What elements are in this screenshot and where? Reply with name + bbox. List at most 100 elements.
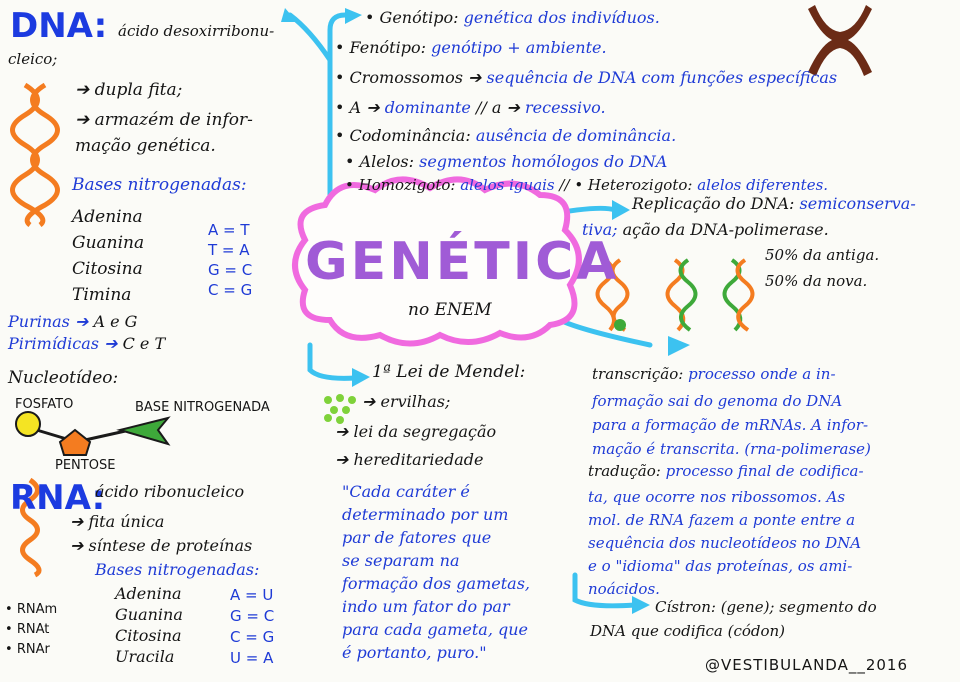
rna-base: Guanina [115, 605, 183, 624]
dominant-value: dominante [384, 98, 471, 117]
dna-heading: DNA: [10, 6, 108, 46]
mendel-quote-line: formação dos gametas, [342, 574, 530, 593]
cyan-arrows [287, 12, 653, 609]
replicacao-old: 50% da antiga. [765, 246, 880, 264]
mendel-quote-line: "Cada caráter é [342, 482, 470, 501]
pirimidicas-value: C e T [122, 334, 166, 353]
allele-key: A [349, 98, 362, 117]
rna-type: RNAt [16, 622, 50, 637]
page-subtitle: no ENEM [408, 300, 492, 320]
transcricao-line: formação sai do genoma do DNA [592, 392, 843, 410]
rna-bases-title: Bases nitrogenadas: [95, 560, 260, 579]
arrow-icon: ➔ [75, 110, 95, 130]
dna-bases-list: Adenina Guanina Citosina Timina [72, 204, 144, 308]
base-icon [116, 416, 171, 446]
mendel-quote-line: indo um fator do par [342, 597, 510, 616]
rna-point-single-strand: fita única [88, 512, 165, 531]
replicacao-key: Replicação do DNA: [632, 194, 795, 213]
purinas-value: A e G [93, 312, 138, 331]
cistron-key: Cístron: [655, 598, 716, 616]
replicacao-enzyme: ação da DNA-polimerase. [622, 220, 829, 239]
title-cloud [292, 176, 582, 347]
dna-pair: C = G [208, 281, 253, 299]
arrow-icon: ➔ [335, 450, 354, 469]
homozigoto-value: alelos iguais [460, 176, 555, 194]
transcricao-key: transcrição: [592, 365, 684, 383]
phosphate-icon [15, 411, 41, 437]
dna-base: Timina [72, 285, 132, 305]
arrow-icon: ➔ [335, 422, 354, 441]
dna-pairs-list: A = T T = A G = C C = G [208, 220, 252, 300]
allele-separator: // a [476, 98, 502, 117]
nucleotideo-label: Nucleotídeo: [8, 368, 119, 388]
replication-helices [595, 258, 755, 332]
dna-helix-icon [10, 82, 60, 228]
pirimidicas-label: Pirimídicas [8, 334, 100, 353]
traducao-line: e o "idioma" das proteínas, os ami- [588, 557, 853, 575]
replicacao-value: semiconserva- [799, 194, 916, 213]
arrow-icon: ➔ [70, 536, 89, 555]
base-label: BASE NITROGENADA [135, 400, 270, 415]
chromosome-icon [808, 5, 872, 76]
fenotipo-value: genótipo + ambiente. [431, 38, 607, 57]
rna-pair: A = U [230, 586, 274, 604]
dna-pair: T = A [208, 241, 250, 259]
mendel-quote-line: determinado por um [342, 505, 509, 524]
traducao-line: noácidos. [588, 580, 660, 598]
dna-base: Adenina [72, 207, 143, 227]
dna-base: Citosina [72, 259, 143, 279]
transcricao-line: processo onde a in- [688, 365, 836, 383]
arrow-icon: ➔ [75, 80, 95, 100]
mendel-point-segregation: lei da segregação [353, 422, 497, 441]
mendel-quote-line: é portanto, puro." [342, 643, 487, 662]
cromossomos-key: Cromossomos [349, 68, 463, 87]
recessive-value: recessivo. [525, 98, 606, 117]
fosfato-label: FOSFATO [15, 397, 74, 412]
fenotipo-key: Fenótipo: [349, 38, 426, 57]
rna-base: Adenina [115, 584, 182, 603]
mendel-point-heredity: hereditariedade [353, 450, 484, 469]
rna-bases-list: Adenina Guanina Citosina Uracila [115, 583, 183, 667]
dna-point-storage-cont: mação genética. [75, 136, 216, 156]
alelos-key: Alelos: [359, 152, 415, 171]
transcricao-body: formação sai do genoma do DNA para a for… [592, 389, 871, 461]
rna-type: RNAr [16, 642, 50, 657]
cistron-value-cont: DNA que codifica (códon) [590, 622, 786, 640]
alelos-value: segmentos homólogos do DNA [419, 152, 668, 171]
cromossomos-value: sequência de DNA com funções específicas [486, 68, 838, 87]
dna-point-storage: armazém de infor- [94, 110, 253, 130]
traducao-line: ta, que ocorre nos ribossomos. As [588, 488, 846, 506]
rna-strand-icon [20, 477, 42, 578]
homozigoto-key: Homozigoto: [358, 176, 456, 194]
rna-desc: ácido ribonucleico [95, 482, 245, 501]
transcricao-line: mação é transcrita. (rna-polimerase) [592, 440, 871, 458]
replicacao-new: 50% da nova. [765, 272, 868, 290]
dna-point-double-strand: dupla fita; [94, 80, 183, 100]
rna-base: Uracila [115, 647, 175, 666]
dna-bases-title: Bases nitrogenadas: [72, 175, 247, 195]
heterozigoto-value: alelos diferentes. [697, 176, 829, 194]
arrow-icon: ➔ [362, 392, 381, 411]
transcricao-line: para a formação de mRNAs. A infor- [592, 416, 869, 434]
peas-icon [324, 394, 356, 424]
traducao-body: ta, que ocorre nos ribossomos. As mol. d… [588, 486, 861, 601]
dna-desc-line2: cleico; [8, 50, 58, 68]
dna-pair: A = T [208, 221, 250, 239]
signature: @VESTIBULANDA__2016 [705, 656, 909, 674]
arrow-heads [281, 8, 690, 614]
rna-pair: G = C [230, 607, 275, 625]
rna-pair: C = G [230, 628, 275, 646]
codominancia-value: ausência de dominância. [475, 126, 677, 145]
pentose-label: PENTOSE [55, 458, 116, 473]
mendel-quote: "Cada caráter é determinado por um par d… [342, 480, 530, 664]
rna-pairs-list: A = U G = C C = G U = A [230, 585, 274, 669]
mendel-quote-line: para cada gameta, que [342, 620, 528, 639]
rna-point-protein-synthesis: síntese de proteínas [88, 536, 253, 555]
arrow-icon: ➔ [70, 512, 89, 531]
dna-pair: G = C [208, 261, 253, 279]
rna-pair: U = A [230, 649, 274, 667]
replicacao-value-cont: tiva; [582, 220, 618, 239]
mendel-quote-line: par de fatores que [342, 528, 492, 547]
mendel-point-peas: ervilhas; [380, 392, 451, 411]
